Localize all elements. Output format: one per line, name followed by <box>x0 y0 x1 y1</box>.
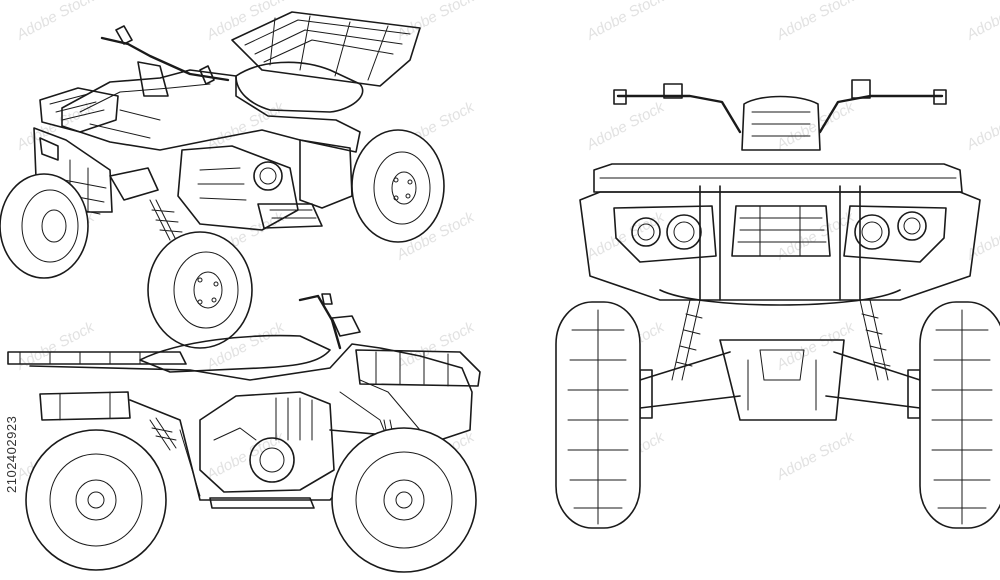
watermark-text: Adobe Stock <box>583 208 668 264</box>
watermark-text: Adobe Stock <box>773 98 858 154</box>
atv-three-quarter-view-icon <box>0 11 445 349</box>
stock-id-label: 2102402923 <box>4 415 19 493</box>
front-left-wheel-front <box>555 301 641 529</box>
watermark-text: Adobe Stock <box>583 98 668 154</box>
front-left-wheel <box>0 173 89 279</box>
watermark-text: Adobe Stock <box>773 0 858 44</box>
watermark-text: Adobe Stock <box>203 0 288 44</box>
watermark-text: Adobe Stock <box>13 0 98 44</box>
watermark-text: Adobe Stock <box>963 208 1000 264</box>
watermark-text: Adobe Stock <box>13 318 98 374</box>
atv-front-view-icon <box>555 79 1000 529</box>
watermark-text: Adobe Stock <box>963 0 1000 44</box>
watermark-text: Adobe Stock <box>203 98 288 154</box>
watermark-text: Adobe Stock <box>393 318 478 374</box>
rear-wheel-side <box>25 429 167 571</box>
front-right-wheel <box>147 231 253 349</box>
watermark-text: Adobe Stock <box>393 0 478 44</box>
rear-right-wheel <box>351 129 445 243</box>
front-right-wheel-front <box>919 301 1000 529</box>
watermark-text: Adobe Stock <box>773 428 858 484</box>
front-wheel-side <box>331 427 477 573</box>
watermark-text: Adobe Stock <box>963 98 1000 154</box>
atv-side-view-icon <box>7 293 481 573</box>
watermark-text: Adobe Stock <box>583 0 668 44</box>
